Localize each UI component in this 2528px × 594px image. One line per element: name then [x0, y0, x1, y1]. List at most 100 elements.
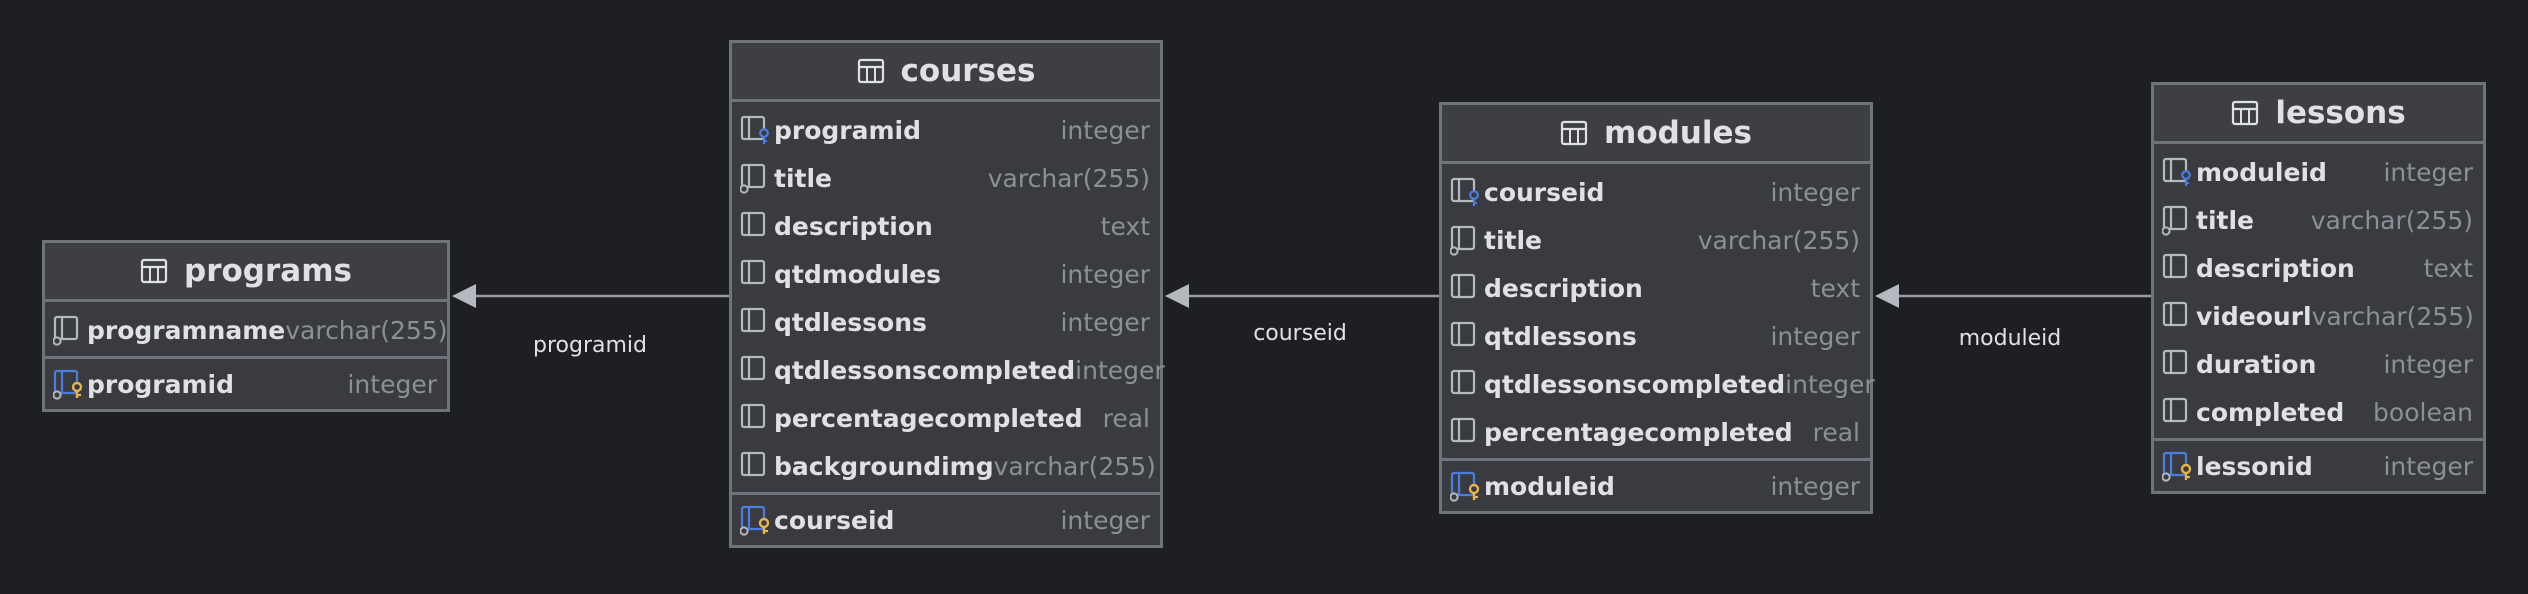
column-name: description	[1484, 273, 1643, 303]
column-icon	[2162, 300, 2196, 332]
column-type: integer	[1770, 177, 1860, 207]
column-name: qtdlessonscompleted	[774, 355, 1076, 385]
primary-key-icon	[740, 504, 774, 536]
column-name: qtdlessons	[774, 307, 927, 337]
primary-key-icon	[1450, 470, 1484, 502]
table-header[interactable]: modules	[1442, 105, 1870, 164]
column-type: text	[1810, 273, 1860, 303]
column-type: text	[2423, 253, 2473, 283]
column-row[interactable]: description text	[1442, 264, 1870, 312]
column-icon	[1450, 416, 1484, 448]
column-type: real	[1102, 403, 1150, 433]
column-type: varchar(255)	[2311, 301, 2474, 331]
table-icon	[1560, 120, 1588, 146]
column-type: boolean	[2373, 397, 2473, 427]
column-type: integer	[2383, 157, 2473, 187]
column-type: varchar(255)	[993, 451, 1156, 481]
column-type: varchar(255)	[1697, 225, 1860, 255]
column-name: moduleid	[2196, 157, 2327, 187]
column-type: integer	[1060, 505, 1150, 535]
foreign-key-column-icon	[2162, 156, 2196, 188]
column-row[interactable]: programid integer	[732, 106, 1160, 154]
column-row[interactable]: moduleid integer	[2154, 148, 2483, 196]
relationship-label: courseid	[1253, 321, 1347, 346]
column-type: integer	[347, 369, 437, 399]
table-header[interactable]: courses	[732, 43, 1160, 102]
table-icon	[140, 258, 168, 284]
column-nullable-icon	[53, 314, 87, 346]
arrowhead-icon	[452, 284, 476, 308]
column-name: percentagecompleted	[774, 403, 1083, 433]
primary-key-row[interactable]: moduleid integer	[1442, 461, 1870, 511]
column-name: completed	[2196, 397, 2345, 427]
primary-key-icon	[53, 368, 87, 400]
primary-key-section: moduleid integer	[1442, 458, 1870, 511]
column-name: title	[1484, 225, 1542, 255]
column-type: varchar(255)	[285, 315, 448, 345]
column-icon	[740, 402, 774, 434]
column-name: programname	[87, 315, 286, 345]
column-name: videourl	[2196, 301, 2312, 331]
column-type: integer	[2383, 349, 2473, 379]
foreign-key-column-icon	[740, 114, 774, 146]
column-icon	[1450, 368, 1484, 400]
column-row[interactable]: title varchar(255)	[1442, 216, 1870, 264]
table-name: modules	[1604, 115, 1752, 151]
table-header[interactable]: lessons	[2154, 85, 2483, 144]
column-type: integer	[1770, 471, 1860, 501]
column-icon	[740, 450, 774, 482]
column-type: integer	[1075, 355, 1165, 385]
column-icon	[1450, 272, 1484, 304]
column-name: duration	[2196, 349, 2317, 379]
table-name: programs	[184, 253, 352, 289]
column-name: title	[2196, 205, 2254, 235]
primary-key-row[interactable]: programid integer	[45, 359, 447, 409]
column-nullable-icon	[1450, 224, 1484, 256]
column-icon	[2162, 396, 2196, 428]
column-name: percentagecompleted	[1484, 417, 1793, 447]
column-name: description	[774, 211, 933, 241]
column-name: programid	[87, 369, 235, 399]
column-row[interactable]: completed boolean	[2154, 388, 2483, 436]
column-name: lessonid	[2196, 451, 2313, 481]
column-name: moduleid	[1484, 471, 1615, 501]
column-name: qtdmodules	[774, 259, 942, 289]
column-type: varchar(255)	[987, 163, 1150, 193]
column-nullable-icon	[740, 162, 774, 194]
relationship-label: programid	[533, 333, 647, 358]
table-header[interactable]: programs	[45, 243, 447, 302]
column-type: integer	[1060, 115, 1150, 145]
column-name: programid	[774, 115, 922, 145]
relationship-label: moduleid	[1958, 326, 2062, 351]
column-row[interactable]: percentagecompleted real	[732, 394, 1160, 442]
column-row[interactable]: duration integer	[2154, 340, 2483, 388]
column-nullable-icon	[2162, 204, 2196, 236]
column-icon	[2162, 348, 2196, 380]
